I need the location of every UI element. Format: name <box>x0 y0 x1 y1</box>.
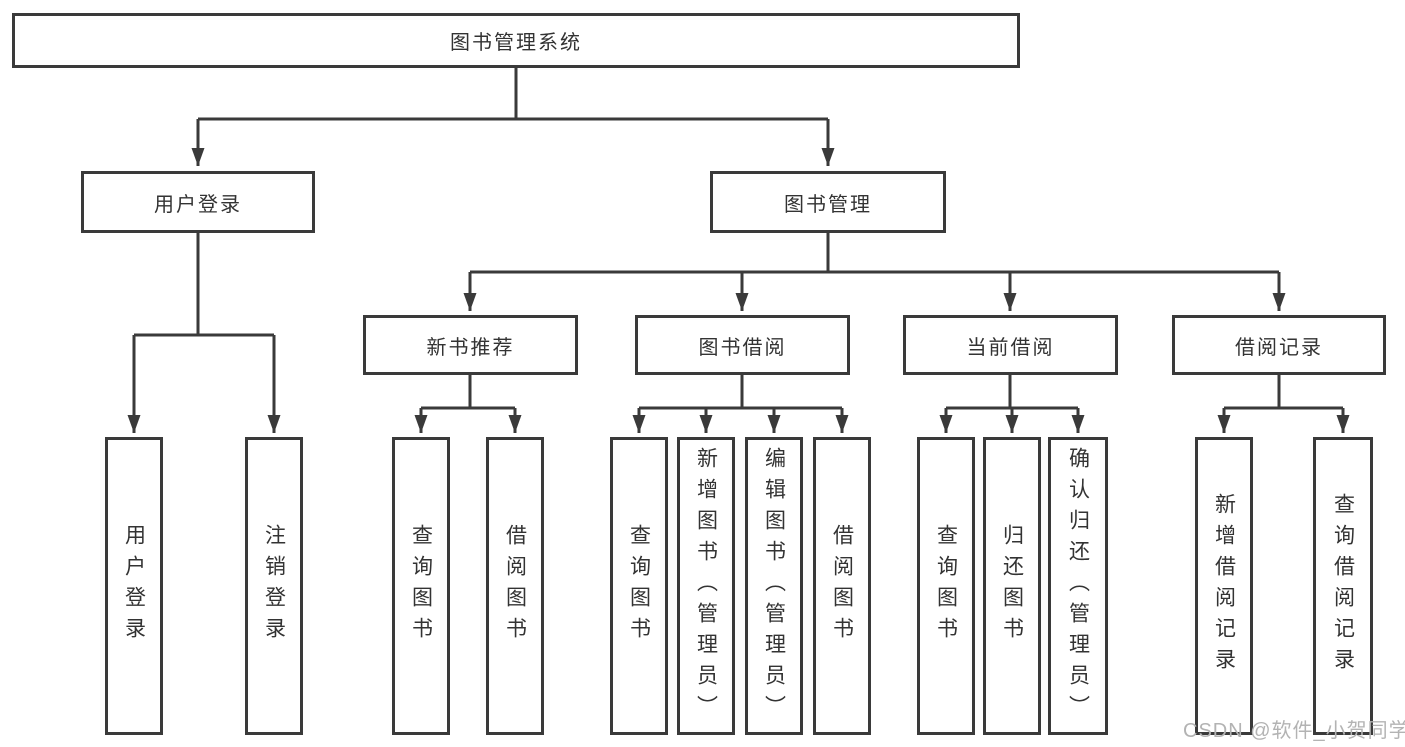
node-new-book-recommendation: 新书推荐 <box>363 315 578 375</box>
node-current-borrowing: 当前借阅 <box>903 315 1118 375</box>
leaf-edit-books-admin: 编辑图书（管理员） <box>745 437 803 735</box>
watermark-text: CSDN @软件_小贺同学 <box>1183 720 1405 742</box>
leaf-logout: 注销登录 <box>245 437 303 735</box>
leaf-user-login: 用户登录 <box>105 437 163 735</box>
leaf-borrow-books-borrowing: 借阅图书 <box>813 437 871 735</box>
leaf-query-borrow-record: 查询借阅记录 <box>1313 437 1373 735</box>
connector-current-borrowing-bar <box>946 375 1078 410</box>
node-library-system: 图书管理系统 <box>12 13 1020 68</box>
node-book-borrowing: 图书借阅 <box>635 315 850 375</box>
node-book-management: 图书管理 <box>710 171 946 233</box>
node-borrowing-records: 借阅记录 <box>1172 315 1386 375</box>
leaf-borrow-books-recommend: 借阅图书 <box>486 437 544 735</box>
leaf-query-books-borrowing: 查询图书 <box>610 437 668 735</box>
leaf-confirm-return-admin: 确认归还（管理员） <box>1048 437 1108 735</box>
connector-user-login-bar <box>134 233 274 337</box>
connector-root-bar <box>198 68 828 121</box>
connector-borrowing-records-bar <box>1224 375 1343 410</box>
leaf-add-books-admin: 新增图书（管理员） <box>677 437 735 735</box>
leaf-query-books-current: 查询图书 <box>917 437 975 735</box>
connector-book-borrowing-bar <box>639 375 842 410</box>
connector-new-book-bar <box>421 375 515 410</box>
leaf-return-books: 归还图书 <box>983 437 1041 735</box>
leaf-query-books-recommend: 查询图书 <box>392 437 450 735</box>
leaf-add-borrow-record: 新增借阅记录 <box>1195 437 1253 735</box>
connector-book-management-bar <box>470 233 1279 274</box>
node-user-login: 用户登录 <box>81 171 315 233</box>
